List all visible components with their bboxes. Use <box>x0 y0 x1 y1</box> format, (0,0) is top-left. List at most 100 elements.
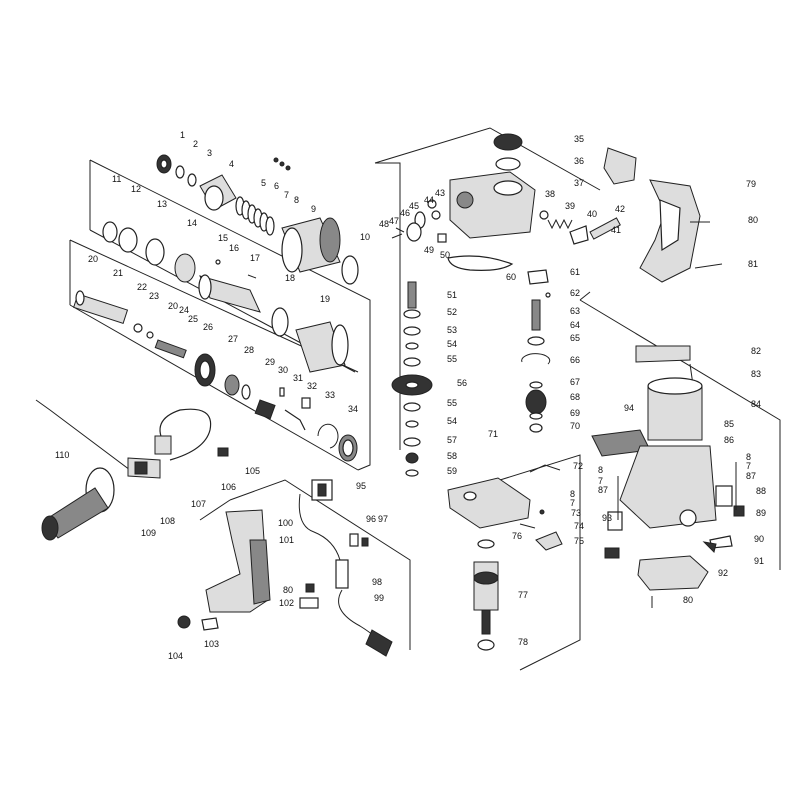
part-54 <box>405 342 419 350</box>
part-59 <box>405 469 419 477</box>
callout-34: 34 <box>348 404 358 414</box>
callout-5: 5 <box>261 178 266 188</box>
callout-75: 75 <box>574 536 584 546</box>
part-41-pin <box>589 217 621 240</box>
part-89 <box>733 505 745 517</box>
callout-63: 63 <box>570 306 580 316</box>
part-left-brush <box>604 547 620 559</box>
part-68-gear <box>525 389 547 415</box>
part-70 <box>529 423 543 433</box>
callout-45: 45 <box>409 201 419 211</box>
part-102 <box>299 597 319 609</box>
part-26-gear <box>194 353 216 387</box>
callout-98: 98 <box>372 577 382 587</box>
callout-35: 35 <box>574 134 584 144</box>
part-85-86-housing <box>619 445 717 529</box>
callout-61: 61 <box>570 267 580 277</box>
callout-101: 101 <box>279 535 294 545</box>
callout-3: 3 <box>207 148 212 158</box>
callout-89: 89 <box>756 508 766 518</box>
callout-90: 90 <box>754 534 764 544</box>
part-18-ring <box>271 307 289 337</box>
callout-21: 21 <box>113 268 123 278</box>
part-23 <box>146 331 154 339</box>
motor-housing-group <box>591 345 745 608</box>
part-30-sleeve <box>254 399 276 420</box>
part-7-washer <box>279 161 285 167</box>
part-35-gasket <box>493 133 523 151</box>
part-81-screw <box>694 263 723 269</box>
callout-32: 32 <box>307 381 317 391</box>
part-14-bearing <box>174 253 196 283</box>
callout-55: 55 <box>447 398 457 408</box>
callout-73: 73 <box>571 508 581 518</box>
callout-80: 80 <box>748 215 758 225</box>
part-3 <box>187 173 197 187</box>
callout-77: 77 <box>518 590 528 600</box>
part-8-screw <box>285 165 291 171</box>
gear-train <box>73 290 358 462</box>
callout-52: 52 <box>447 307 457 317</box>
part-96 <box>349 533 359 547</box>
callout-4: 4 <box>229 159 234 169</box>
callout-9: 9 <box>311 204 316 214</box>
part-105-bolt <box>217 447 229 457</box>
callout-110: 110 <box>55 450 69 460</box>
part-99-plug <box>365 629 393 657</box>
part-55b <box>403 402 421 412</box>
callout-55: 55 <box>447 354 457 364</box>
side-handle-group <box>35 399 229 541</box>
part-43 <box>427 199 437 209</box>
part-49 <box>437 233 447 243</box>
part-65 <box>527 336 545 346</box>
part-39-spring <box>547 218 573 230</box>
callout-107: 107 <box>191 499 206 509</box>
callout-72: 72 <box>573 461 583 471</box>
part-6-screw <box>273 157 279 163</box>
callout-12: 12 <box>131 184 141 194</box>
callout-8: 8 <box>746 452 751 462</box>
callout-104: 104 <box>168 651 183 661</box>
part-16-sleeve <box>198 274 261 313</box>
part-66-clip <box>521 353 551 365</box>
part-36-oring <box>495 157 521 171</box>
part-19-cylinder <box>295 321 349 373</box>
part-80c <box>305 583 315 593</box>
callout-36: 36 <box>574 156 584 166</box>
callout-23: 23 <box>149 291 159 301</box>
callout-26: 26 <box>203 322 213 332</box>
part-38 <box>539 210 549 220</box>
callout-41: 41 <box>611 225 621 235</box>
callout-19: 19 <box>320 294 330 304</box>
part-67 <box>529 381 543 389</box>
part-60-gasket <box>447 255 514 271</box>
part-53 <box>403 326 421 336</box>
part-78-bearing <box>477 639 495 651</box>
callout-66: 66 <box>570 355 580 365</box>
part-46 <box>406 222 422 242</box>
part-84-stator <box>647 377 703 441</box>
part-5-spring <box>235 196 275 236</box>
part-110-depth-rod <box>35 399 131 471</box>
callout-103: 103 <box>204 639 219 649</box>
callout-108: 108 <box>160 516 175 526</box>
part-11-ring <box>102 221 118 243</box>
callout-85: 85 <box>724 419 734 429</box>
callout-7: 7 <box>284 190 289 200</box>
part-44 <box>431 210 441 220</box>
callout-8: 8 <box>598 465 603 475</box>
callout-68: 68 <box>570 392 580 402</box>
part-21-shaft <box>73 290 129 325</box>
callout-91: 91 <box>754 556 764 566</box>
part-15-ball <box>215 259 221 265</box>
callout-94: 94 <box>624 403 634 413</box>
callout-17: 17 <box>250 253 260 263</box>
part-77-armature <box>473 561 499 635</box>
part-98-cable-guard <box>335 559 349 589</box>
callout-40: 40 <box>587 209 597 219</box>
part-73-screw <box>539 509 545 515</box>
callout-106: 106 <box>221 482 236 492</box>
part-42-cap <box>603 147 637 185</box>
rear-handle-group <box>177 479 393 657</box>
